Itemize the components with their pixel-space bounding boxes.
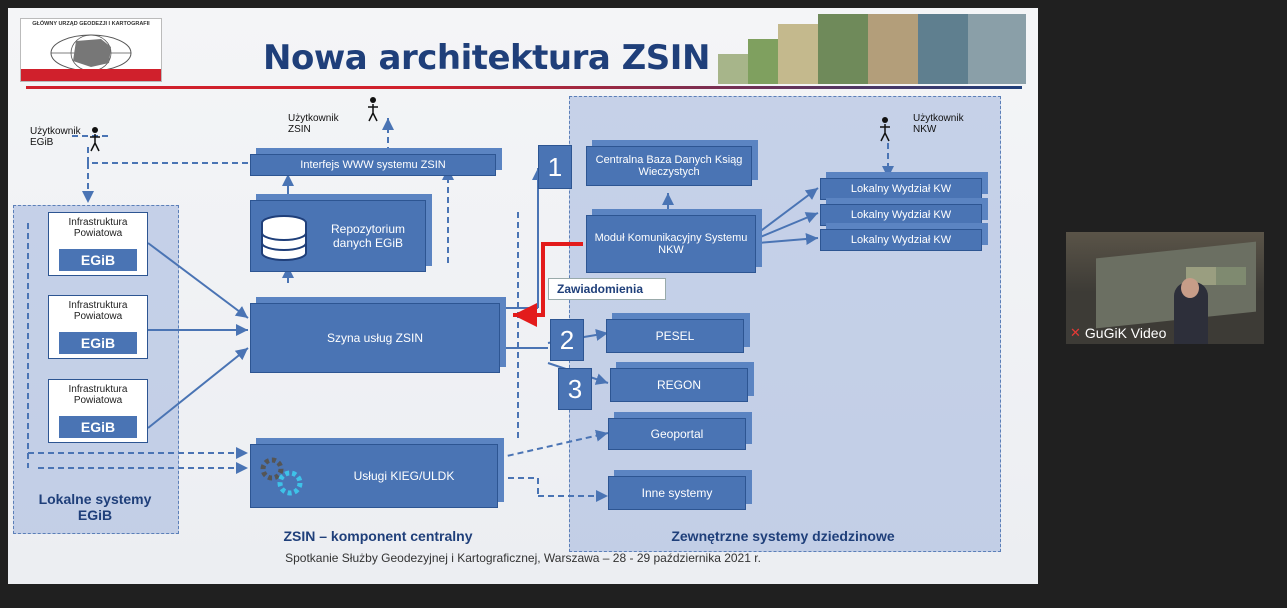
slide-title: Nowa architektura ZSIN xyxy=(263,38,710,78)
infrastructure-box-2: Infrastruktura Powiatowa EGiB xyxy=(48,295,148,359)
satellite-image-strip xyxy=(718,14,1026,84)
connector-lines xyxy=(27,118,894,502)
kieg-uldk-box: Usługi KIEG/ULDK xyxy=(250,444,498,508)
user-egib-label: Użytkownik EGiB xyxy=(30,126,81,148)
local-kw-office-1: Lokalny Wydział KW xyxy=(820,178,982,200)
external-caption: Zewnętrzne systemy dziedzinowe xyxy=(671,528,895,544)
egib-label: EGiB xyxy=(59,249,137,271)
user-zsin-label: Użytkownik ZSIN xyxy=(288,113,339,135)
infrastructure-label: Infrastruktura Powiatowa xyxy=(68,384,128,406)
service-bus-box: Szyna usług ZSIN xyxy=(250,303,500,373)
infrastructure-label: Infrastruktura Powiatowa xyxy=(68,300,128,322)
number-1-badge: 1 xyxy=(538,145,572,189)
other-systems-box: Inne systemy xyxy=(608,476,746,510)
person-zsin-icon xyxy=(368,97,378,122)
person-nkw-icon xyxy=(880,117,890,142)
infrastructure-box-1: Infrastruktura Powiatowa EGiB xyxy=(48,212,148,276)
local-kw-office-2: Lokalny Wydział KW xyxy=(820,204,982,226)
database-icon xyxy=(261,215,307,261)
slide-footer: Spotkanie Służby Geodezyjnej i Kartograf… xyxy=(285,551,761,565)
egib-label: EGiB xyxy=(59,416,137,438)
presentation-slide: GŁÓWNY URZĄD GEODEZJI I KARTOGRAFII Nowa… xyxy=(8,8,1038,584)
geoportal-box: Geoportal xyxy=(608,418,746,450)
nkw-module-box: Moduł Komunikacyjny Systemu NKW xyxy=(586,215,756,273)
video-participant-name: GuGiK Video xyxy=(1084,325,1167,341)
number-3-badge: 3 xyxy=(558,368,592,410)
gugik-logo: GŁÓWNY URZĄD GEODEZJI I KARTOGRAFII xyxy=(20,18,162,82)
notifications-label: Zawiadomienia xyxy=(548,278,666,300)
infrastructure-label: Infrastruktura Powiatowa xyxy=(68,217,128,239)
local-caption: Lokalne systemy EGiB xyxy=(38,491,152,523)
cbdkw-box: Centralna Baza Danych Ksiąg Wieczystych xyxy=(586,146,752,186)
number-2-badge: 2 xyxy=(550,319,584,361)
person-egib-icon xyxy=(90,127,100,152)
user-nkw-label: Użytkownik NKW xyxy=(913,113,964,135)
central-caption: ZSIN – komponent centralny xyxy=(283,528,473,544)
www-interface-box: Interfejs WWW systemu ZSIN xyxy=(250,154,496,176)
egib-label: EGiB xyxy=(59,332,137,354)
logo-text: GŁÓWNY URZĄD GEODEZJI I KARTOGRAFII xyxy=(32,21,150,27)
mic-muted-icon: ✕ xyxy=(1070,325,1081,340)
gears-icon xyxy=(260,457,303,496)
local-kw-office-3: Lokalny Wydział KW xyxy=(820,229,982,251)
video-label: ✕ GuGiK Video xyxy=(1070,325,1166,341)
participant-video-tile[interactable]: ✕ GuGiK Video xyxy=(1066,232,1264,344)
pesel-box: PESEL xyxy=(606,319,744,353)
regon-box: REGON xyxy=(610,368,748,402)
infrastructure-box-3: Infrastruktura Powiatowa EGiB xyxy=(48,379,148,443)
